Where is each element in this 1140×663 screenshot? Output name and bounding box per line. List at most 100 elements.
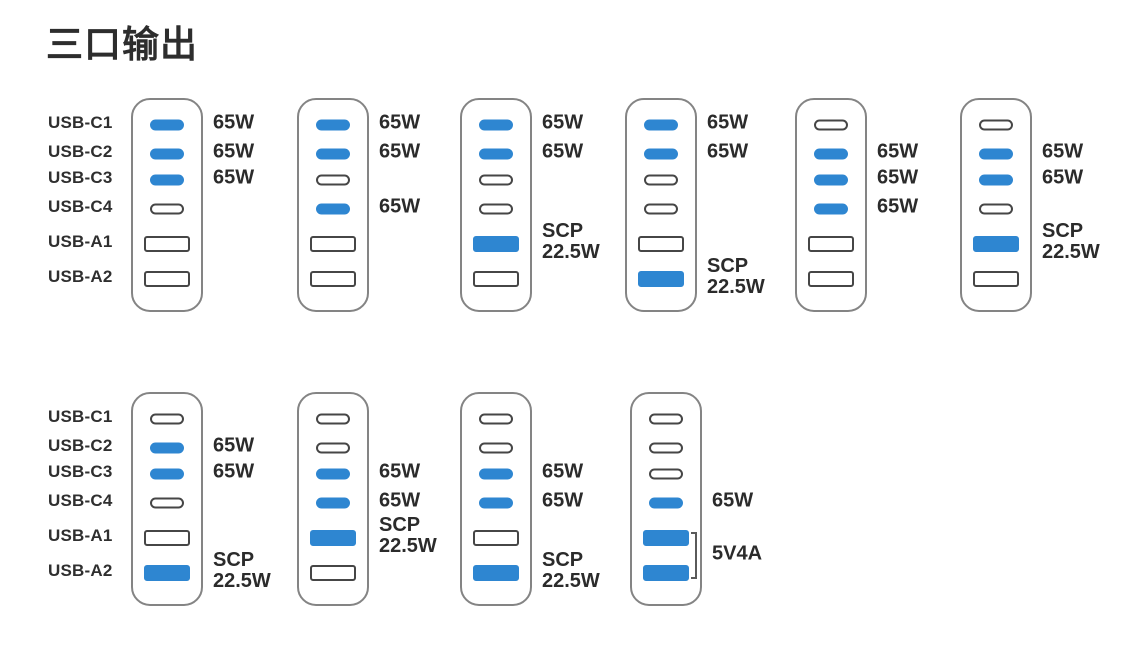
usb-a2-port bbox=[473, 271, 519, 287]
usb-c1-port bbox=[316, 119, 350, 131]
charger-body bbox=[960, 98, 1032, 312]
usb-c3-port bbox=[316, 468, 350, 480]
usb-c3-port bbox=[479, 174, 513, 186]
power-label: 65W bbox=[379, 111, 421, 134]
power-label: 65W bbox=[712, 489, 754, 512]
usb-c2-port bbox=[644, 148, 678, 160]
usb-a2-port bbox=[473, 565, 519, 581]
charger-body bbox=[630, 392, 702, 606]
power-label: SCP 22.5W bbox=[707, 255, 765, 298]
port-name-usb-c2: USB-C2 bbox=[48, 436, 113, 455]
power-label: 65W bbox=[877, 195, 919, 218]
port-name-usb-c1: USB-C1 bbox=[48, 407, 113, 426]
power-label: 65W bbox=[877, 166, 919, 189]
port-name-usb-a2: USB-A2 bbox=[48, 267, 113, 286]
power-label: SCP 22.5W bbox=[213, 549, 271, 592]
charger-body bbox=[460, 392, 532, 606]
usb-c2-port bbox=[316, 148, 350, 160]
usb-c3-port bbox=[644, 174, 678, 186]
usb-a1-port bbox=[808, 236, 854, 252]
power-label: 65W bbox=[542, 111, 584, 134]
usb-c3-port bbox=[649, 468, 683, 480]
usb-c3-port bbox=[814, 174, 848, 186]
power-label: 65W bbox=[379, 140, 421, 163]
port-name-usb-c3: USB-C3 bbox=[48, 168, 113, 187]
power-label: 65W bbox=[542, 140, 584, 163]
power-label: SCP 22.5W bbox=[1042, 220, 1100, 263]
usb-c1-port bbox=[479, 413, 513, 425]
page-title: 三口输出 bbox=[46, 24, 198, 65]
usb-c4-port bbox=[979, 203, 1013, 215]
power-label: 65W bbox=[1042, 166, 1084, 189]
usb-c3-port bbox=[316, 174, 350, 186]
usb-a1-port bbox=[144, 530, 190, 546]
usb-a2-port bbox=[973, 271, 1019, 287]
port-name-usb-a1: USB-A1 bbox=[48, 526, 113, 545]
usb-c2-port bbox=[316, 442, 350, 454]
usb-c2-port bbox=[649, 442, 683, 454]
usb-a1-port bbox=[310, 236, 356, 252]
power-label: 65W bbox=[707, 140, 749, 163]
usb-c4-port bbox=[316, 497, 350, 509]
port-name-usb-a1: USB-A1 bbox=[48, 232, 113, 251]
usb-a2-port bbox=[144, 565, 190, 581]
power-label: 65W bbox=[542, 489, 584, 512]
usb-c4-port bbox=[479, 497, 513, 509]
usb-a2-port bbox=[808, 271, 854, 287]
charger-body bbox=[460, 98, 532, 312]
power-label: 65W bbox=[1042, 140, 1084, 163]
usb-a2-port bbox=[643, 565, 689, 581]
power-label: SCP 22.5W bbox=[379, 514, 437, 557]
usb-c1-port bbox=[316, 413, 350, 425]
power-label: 65W bbox=[379, 489, 421, 512]
usb-c1-port bbox=[150, 413, 184, 425]
power-label: SCP 22.5W bbox=[542, 220, 600, 263]
power-label: 5V4A bbox=[712, 542, 763, 564]
power-label: 65W bbox=[213, 140, 255, 163]
usb-c4-port bbox=[644, 203, 678, 215]
usb-a1-port bbox=[310, 530, 356, 546]
port-name-usb-c1: USB-C1 bbox=[48, 113, 113, 132]
usb-c1-port bbox=[814, 119, 848, 131]
usb-c4-port bbox=[649, 497, 683, 509]
power-label: 65W bbox=[213, 460, 255, 483]
charger-body bbox=[795, 98, 867, 312]
charger-body bbox=[131, 98, 203, 312]
usb-c3-port bbox=[979, 174, 1013, 186]
usb-c3-port bbox=[150, 174, 184, 186]
power-label: 65W bbox=[379, 460, 421, 483]
usb-a2-port bbox=[144, 271, 190, 287]
port-name-usb-c3: USB-C3 bbox=[48, 462, 113, 481]
usb-a1-port bbox=[473, 236, 519, 252]
usb-c2-port bbox=[150, 442, 184, 454]
bracket bbox=[691, 532, 697, 579]
port-name-usb-c4: USB-C4 bbox=[48, 491, 113, 510]
usb-c3-port bbox=[479, 468, 513, 480]
charger-body bbox=[297, 392, 369, 606]
usb-c2-port bbox=[814, 148, 848, 160]
power-label: 65W bbox=[379, 195, 421, 218]
usb-a1-port bbox=[144, 236, 190, 252]
usb-a1-port bbox=[643, 530, 689, 546]
power-label: 65W bbox=[877, 140, 919, 163]
usb-c4-port bbox=[150, 497, 184, 509]
usb-c3-port bbox=[150, 468, 184, 480]
power-label: 65W bbox=[213, 166, 255, 189]
usb-c4-port bbox=[814, 203, 848, 215]
usb-c1-port bbox=[150, 119, 184, 131]
power-label: 65W bbox=[707, 111, 749, 134]
usb-a2-port bbox=[310, 565, 356, 581]
usb-a2-port bbox=[310, 271, 356, 287]
power-label: 65W bbox=[213, 434, 255, 457]
port-name-usb-c4: USB-C4 bbox=[48, 197, 113, 216]
charger-body bbox=[625, 98, 697, 312]
usb-c1-port bbox=[649, 413, 683, 425]
usb-a1-port bbox=[973, 236, 1019, 252]
power-label: SCP 22.5W bbox=[542, 549, 600, 592]
charger-body bbox=[297, 98, 369, 312]
usb-a2-port bbox=[638, 271, 684, 287]
usb-c4-port bbox=[150, 203, 184, 215]
charger-body bbox=[131, 392, 203, 606]
usb-a1-port bbox=[638, 236, 684, 252]
